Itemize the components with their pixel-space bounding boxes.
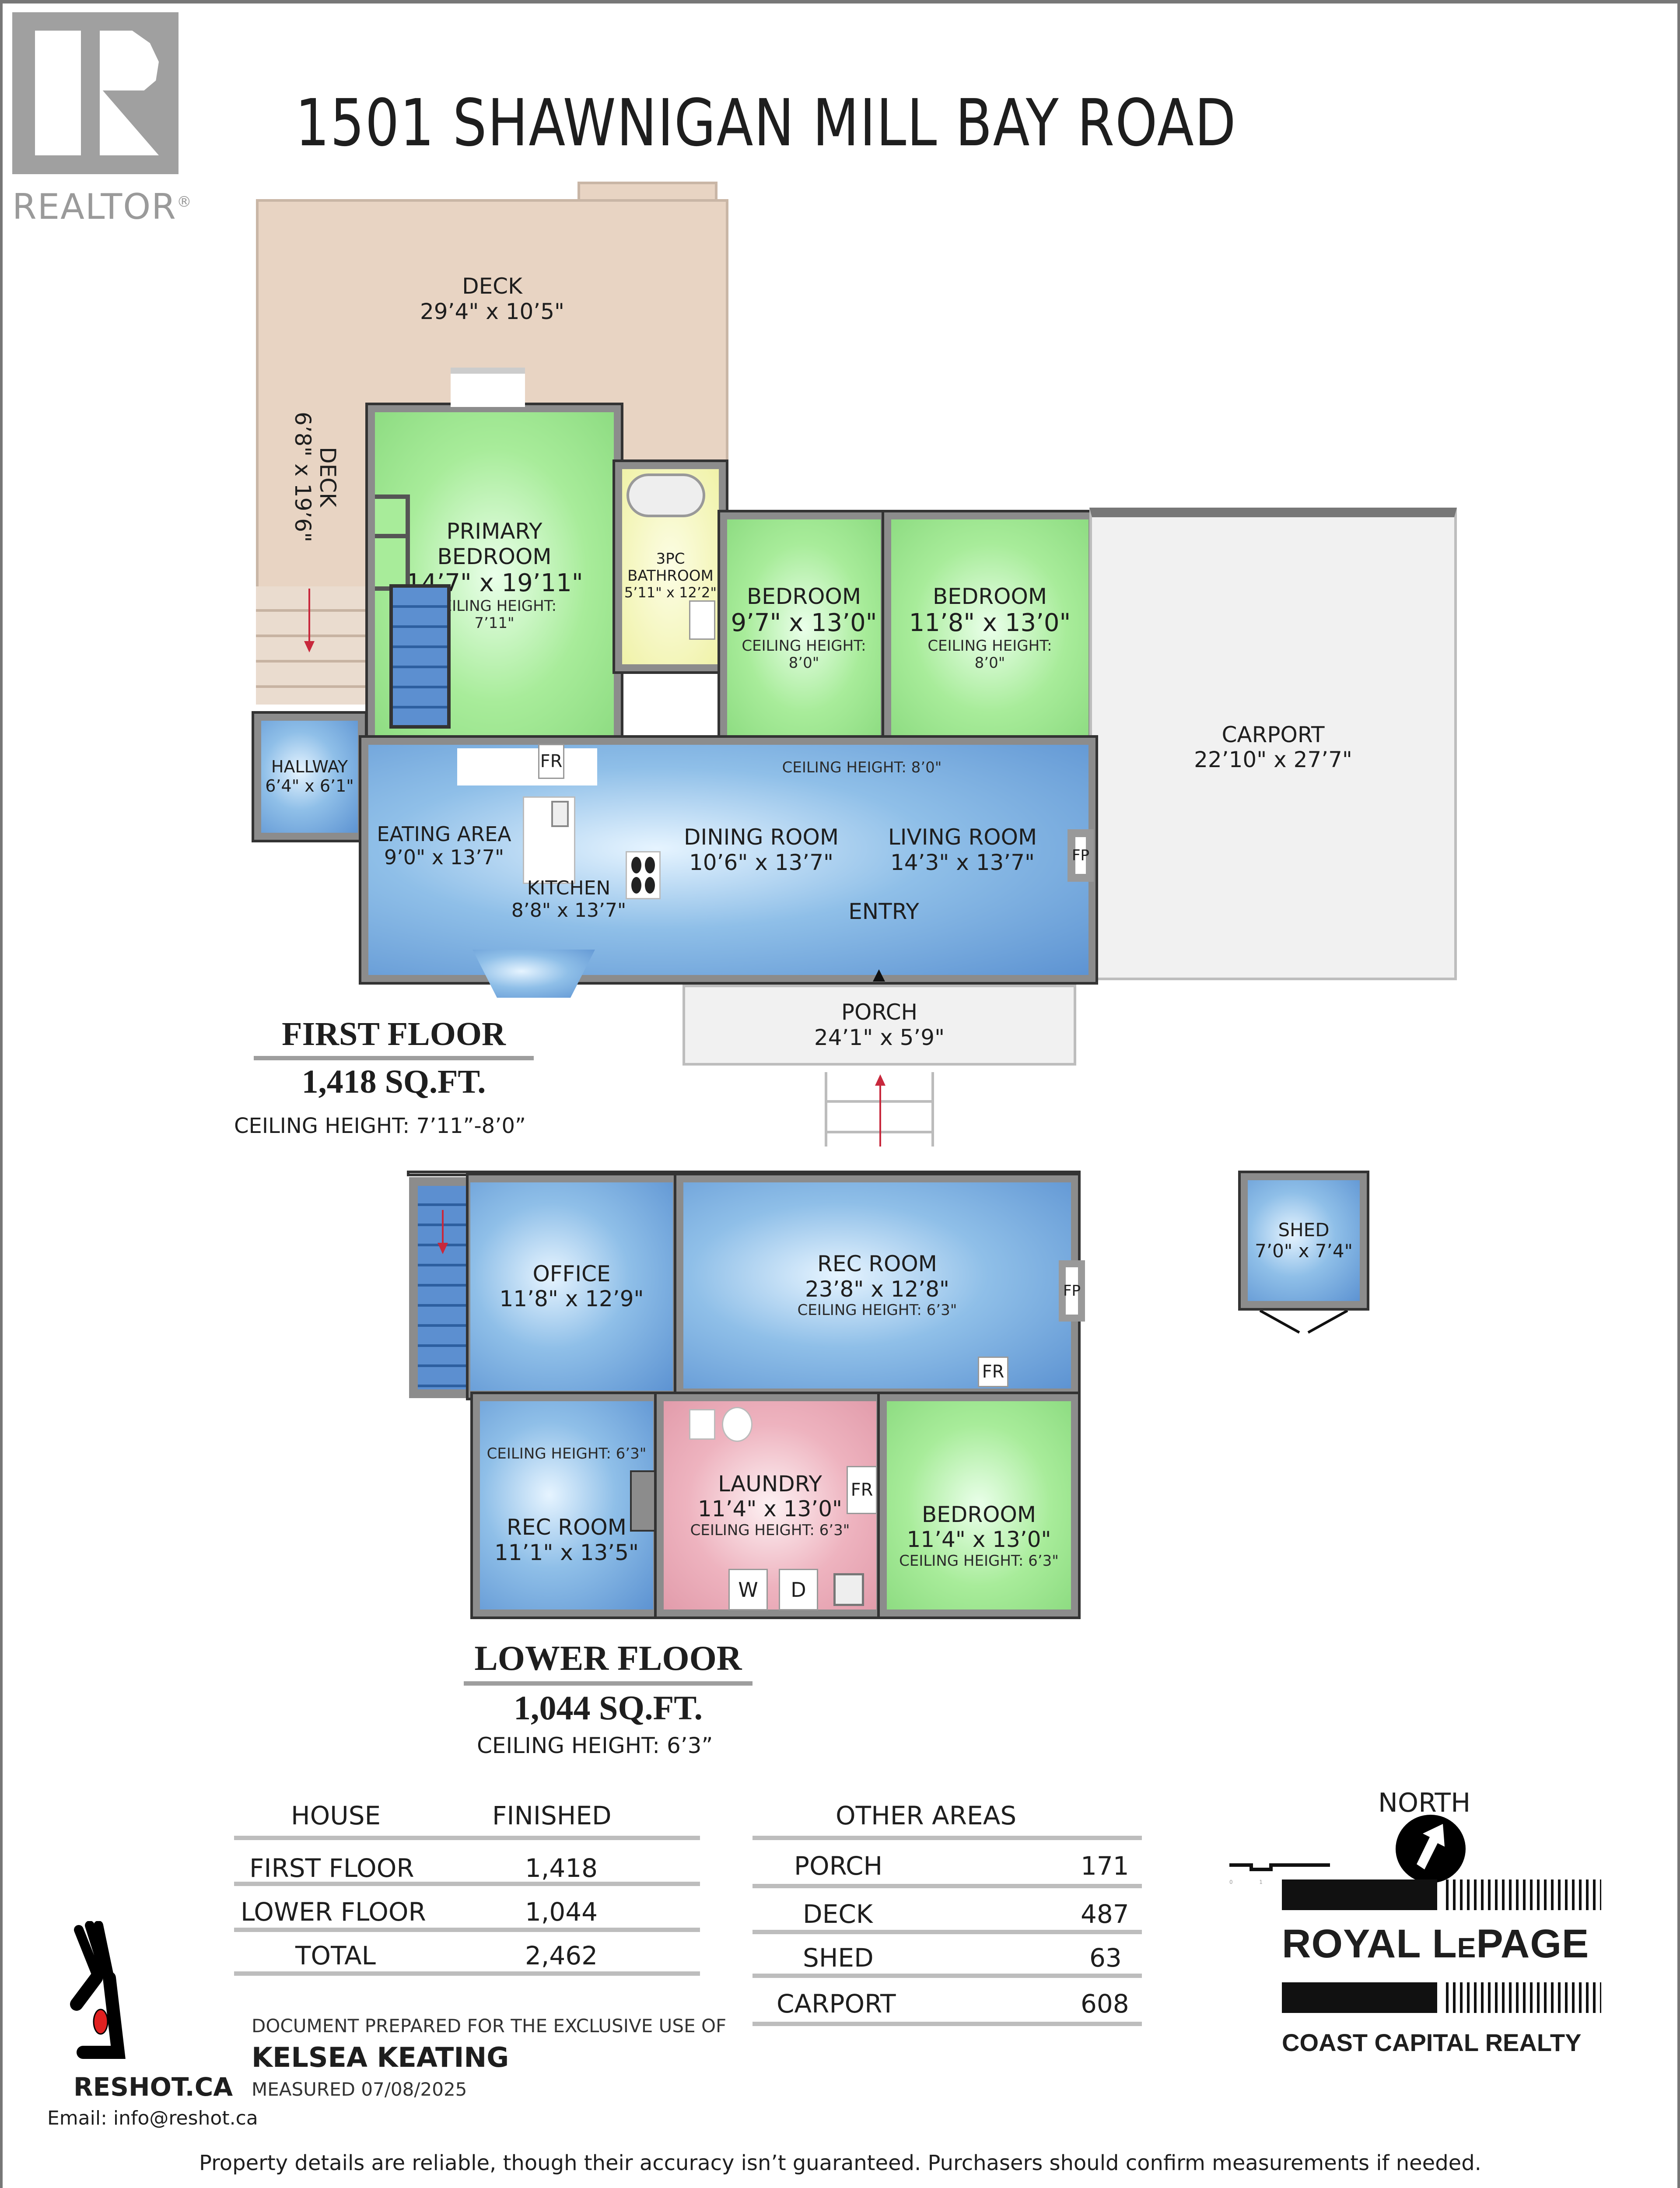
divider [752,2022,1142,2026]
measured-date: MEASURED 07/08/2025 [252,2079,467,2100]
fr-tag: FR [847,1466,877,1514]
table-row-label: DECK [803,1899,873,1929]
dryer-icon: D [779,1569,818,1610]
utility-sink-icon [833,1573,864,1606]
room-porch: PORCH 24’1" x 5’9" [682,985,1076,1066]
stairs-down-arrow-icon [308,589,310,645]
shed-door-icon [1251,1309,1356,1337]
furnace-icon [722,1407,752,1442]
disclaimer: Property details are reliable, though th… [199,2151,1481,2175]
table-row-label: SHED [803,1943,874,1973]
entry-door-arrow-icon [873,969,885,982]
reshot-email: Email: info@reshot.ca [47,2107,258,2129]
room-lower-bedroom: BEDROOM 11’4" x 13’0" CEILING HEIGHT: 6’… [877,1392,1081,1619]
lower-floor-caption: LOWER FLOOR 1,044 SQ.FT. [464,1639,752,1728]
royal-lepage-wordmark: ROYAL LEPAGE [1282,1922,1589,1966]
water-heater-icon [689,1409,715,1440]
table-row-label: PORCH [794,1851,883,1881]
stairs-up-arrow-icon [879,1083,881,1147]
table-header: FINISHED [492,1801,612,1830]
room-bathroom: 3PC BATHROOM 5’11" x 12’2" [612,459,728,674]
washer-icon: W [728,1569,768,1610]
divider [752,1836,1142,1840]
table-row-label: FIRST FLOOR [249,1853,414,1883]
fireplace-tag: FP [1068,829,1094,882]
logo-stripes [1446,1879,1601,1910]
closet [375,534,410,591]
table-row-value: 171 [1081,1851,1129,1881]
realtor-r-icon [12,12,178,174]
north-compass-icon [1391,1803,1470,1886]
royal-lepage-logo: ROYAL LEPAGE COAST CAPITAL REALTY [1282,1879,1601,2056]
ceiling-height-label: CEILING HEIGHT: 8’0" [782,759,942,776]
fr-tag: FR [978,1357,1008,1387]
divider [254,1056,534,1060]
prepared-for-label: DOCUMENT PREPARED FOR THE EXCLUSIVE USE … [252,2015,727,2037]
bathtub-icon [626,473,705,517]
realtor-logo: REALTOR® [12,12,192,227]
first-floor-ceiling: CEILING HEIGHT: 7’11”-8’0” [234,1114,526,1138]
reshot-brand: RESHOT.CA [74,2072,233,2102]
chimney-block [630,1470,656,1532]
table-row-label: LOWER FLOOR [241,1897,426,1927]
page-title: 1501 SHAWNIGAN MILL BAY ROAD [295,85,1237,161]
room-bedroom-3: BEDROOM 11’8" x 13’0" CEILING HEIGHT: 8’… [882,510,1098,746]
deck-side-label: DECK 6’8" x 19’6" [290,411,341,543]
sink-icon [551,801,569,827]
table-row-value: 63 [1089,1943,1122,1973]
realtor-text: REALTOR® [12,186,192,227]
house-area-table: HOUSE FINISHED FIRST FLOOR 1,418 LOWER F… [219,1772,700,2035]
table-row-value: 2,462 [525,1941,598,1971]
arrow-head [875,1074,886,1086]
arrow-head [304,641,315,652]
divider [752,1930,1142,1934]
fr-tag: FR [538,744,564,779]
deck-stairs [256,586,374,705]
reshot-hand-icon [66,1921,153,2061]
table-row-label: TOTAL [295,1941,376,1971]
divider [234,1971,700,1976]
counter [457,748,597,785]
logo-stripes [1446,1982,1601,2013]
arrow-head [438,1243,448,1254]
lower-floor-ceiling: CEILING HEIGHT: 6’3” [477,1733,713,1758]
brokerage-subtitle: COAST CAPITAL REALTY [1282,2029,1582,2056]
divider [752,1884,1142,1888]
stairs-down-arrow-icon [442,1210,444,1245]
client-name: KELSEA KEATING [252,2041,509,2073]
north-label: NORTH [1378,1788,1471,1818]
stove-icon [626,851,661,899]
room-rec-room-main: REC ROOM 23’8" x 12’8" CEILING HEIGHT: 6… [674,1173,1081,1398]
room-office: OFFICE 11’8" x 12’9" [466,1173,682,1400]
room-shed: SHED 7’0" x 7’4" [1238,1171,1369,1311]
interior-stairs [389,584,451,729]
table-row-value: 608 [1081,1989,1129,2019]
bay-window [451,368,525,407]
entry-label: ENTRY [848,899,919,924]
room-living-room: LIVING ROOM 14’3" x 13’7" [888,824,1037,875]
room-hallway: HALLWAY 6’4" x 6’1" [252,711,368,842]
divider [234,1836,700,1840]
other-areas-table: OTHER AREAS PORCH 171 DECK 487 SHED 63 C… [752,1772,1146,2035]
logo-bar [1282,1879,1437,1910]
room-carport: CARPORT 22’10" x 27’7" [1089,508,1457,980]
divider [464,1681,752,1686]
first-floor-caption: FIRST FLOOR 1,418 SQ.FT. [236,1015,551,1101]
logo-bar [1282,1982,1437,2013]
table-header: OTHER AREAS [836,1801,1017,1830]
room-dining-room: DINING ROOM 10’6" x 13’7" [683,824,839,875]
room-kitchen: KITCHEN 8’8" x 13’7" [511,877,626,922]
divider [234,1928,700,1932]
toilet-icon [689,600,715,640]
divider [234,1882,700,1886]
table-row-label: CARPORT [777,1989,896,2019]
divider [752,1974,1142,1978]
table-row-value: 1,418 [525,1853,598,1883]
room-bedroom-2: BEDROOM 9’7" x 13’0" CEILING HEIGHT: 8’0… [718,510,890,746]
room-eating-area: EATING AREA 9’0" x 13’7" [377,822,511,869]
fireplace-tag: FP [1059,1260,1085,1322]
table-header: HOUSE [291,1801,381,1830]
table-row-value: 1,044 [525,1897,598,1927]
table-row-value: 487 [1081,1899,1129,1929]
